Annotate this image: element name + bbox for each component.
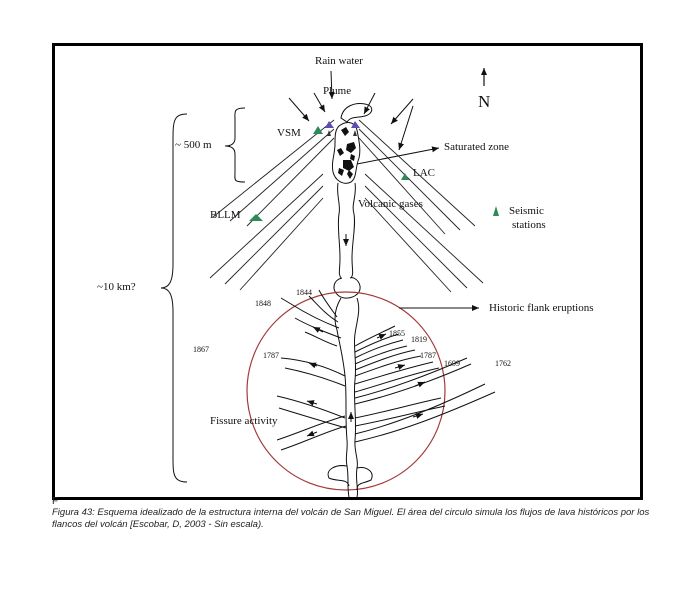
north-label: N [478, 92, 490, 111]
label-saturated-zone: Saturated zone [444, 141, 509, 153]
lava-flow-circle [246, 291, 446, 491]
conduit [333, 182, 361, 299]
year-1699: 1699 [444, 359, 460, 368]
plume-shape [340, 103, 373, 123]
label-fissure-activity: Fissure activity [210, 415, 278, 427]
rain-arrows [288, 70, 414, 151]
feeder-system [276, 289, 496, 497]
saturated-zone-arrow [356, 146, 440, 165]
figure-caption: Figura 43: Esquema idealizado de la estr… [52, 507, 650, 530]
year-1867: 1867 [193, 345, 209, 354]
year-1762: 1762 [495, 359, 511, 368]
label-seismic-1: Seismic [509, 205, 544, 217]
label-rain-water: Rain water [315, 55, 363, 67]
label-bllm: BLLM [210, 209, 241, 221]
summit-chamber [325, 121, 361, 184]
station-legend-icon [493, 206, 499, 216]
label-depth-10km: ~10 km? [97, 281, 136, 293]
station-lac [401, 173, 409, 180]
year-1787-left: 1787 [263, 351, 279, 360]
flow-arrows [306, 326, 426, 437]
brace-500m [224, 107, 246, 183]
label-volcanic-gases: Volcanic gases [358, 198, 423, 210]
station-vsm [313, 126, 323, 134]
year-1855: 1855 [389, 329, 405, 338]
year-1844: 1844 [296, 288, 312, 297]
year-1819: 1819 [411, 335, 427, 344]
brace-10km [160, 113, 188, 483]
label-historic-flank: Historic flank eruptions [489, 302, 593, 314]
station-bllm [249, 214, 263, 221]
year-1787-right: 1787 [420, 351, 436, 360]
label-vsm: VSM [277, 127, 301, 139]
year-1848: 1848 [255, 299, 271, 308]
diagram-svg: N Rain water Plume VSM ~ 500 m Saturated… [97, 55, 593, 497]
label-lac: LAC [413, 167, 435, 179]
volcano-flanks [209, 119, 484, 293]
volcano-diagram: N Rain water Plume VSM ~ 500 m Saturated… [52, 43, 643, 500]
label-plume: Plume [323, 85, 351, 97]
stray-mark: F [52, 496, 59, 507]
label-depth-500: ~ 500 m [175, 139, 212, 151]
label-seismic-2: stations [512, 219, 546, 231]
